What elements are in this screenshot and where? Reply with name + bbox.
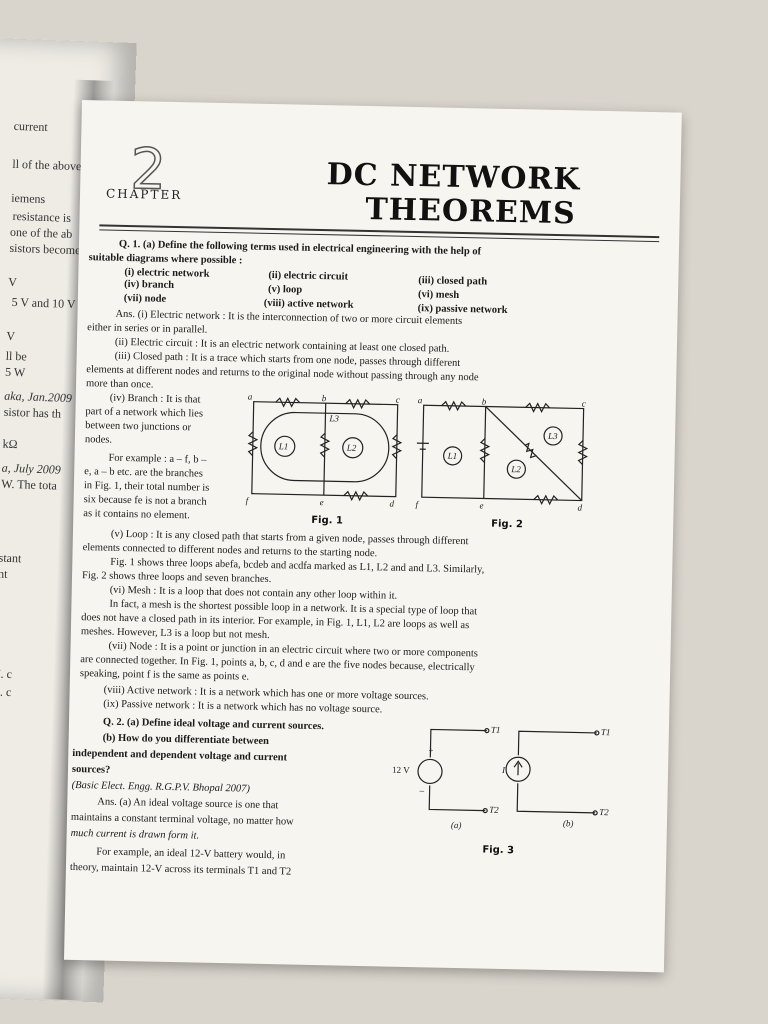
fig3-minus: – [419,785,425,795]
left-fragment: 4. c [0,684,12,700]
fig3-source-label: 12 V [392,765,410,775]
fig1-loop-label: L2 [346,443,357,453]
fig1-node-d: d [390,499,395,509]
text-line: in Fig. 1, their total number is [83,480,210,494]
left-fragment: ll be [5,348,27,364]
fig2-loop-label: L1 [447,451,458,461]
left-fragment: a, July 2009 [1,460,62,477]
left-fragment: 7. c [0,666,13,682]
left-fragment: resistance is [12,208,72,225]
text-line: much current is drawn form it. [70,827,200,842]
fig3-sub-a: (a) [451,820,462,830]
text-line: (vi) mesh [417,289,460,301]
text-line: (v) loop [267,283,303,296]
fig3-terminal: T1 [491,725,501,735]
text-line: six because fe is not a branch [83,494,207,508]
text-line: more than once. [85,378,154,391]
text-line: sources? [71,763,111,776]
left-fragment: iemens [10,190,46,206]
text-line: meshes. However, L3 is a loop but not me… [80,626,270,642]
fig1-node-f: f [246,496,250,506]
left-fragment: W. The tota [1,476,58,493]
fig1-loop-label: L3 [328,413,339,423]
fig2-loop-label: L2 [510,464,521,474]
left-fragment: nt [0,566,8,581]
fig3-current-label: I [501,765,506,775]
fig1-caption: Fig. 1 [311,514,344,527]
text-line: For example, an ideal 12-V battery would… [96,846,286,862]
book-page: 2 CHAPTER DC NETWORK THEOREMS Q. 1. (a) … [63,100,682,973]
text-line: e, a – b etc. are the branches [84,466,203,480]
text-line: theory, maintain 12-V across its termina… [69,861,292,878]
left-fragment: V [8,274,18,290]
left-fragment: 5 W [4,364,26,380]
fig1-loop-label: L1 [278,441,289,451]
figure-3-sources: 12 V + – I T1 T2 T1 T2 (a) (b) [392,725,611,830]
fig3-caption: Fig. 3 [482,844,515,857]
fig3-terminal: T2 [489,805,499,815]
text-line: For example : a – f, b – [108,452,207,466]
left-fragment: kΩ [2,436,18,452]
fig3-plus: + [428,745,433,755]
fig1-node-e: e [320,497,324,507]
fig3-sub-b: (b) [563,818,574,828]
fig2-node-d: d [577,502,582,512]
left-fragment: one of the ab [9,224,73,241]
text-line: (viii) active network [263,297,354,311]
text-line: speaking, point f is the same as points … [79,668,250,683]
text-line: (Basic Elect. Engg. R.G.P.V. Bhopal 2007… [71,779,251,795]
text-line: (iii) closed path [418,275,488,288]
left-fragment: stant [0,550,22,566]
text-line: part of a network which lies [85,406,204,420]
text-line: as it contains no element. [83,508,190,522]
fig1-node-c: c [396,395,400,405]
left-fragment: V [6,328,16,344]
text-line: Ans. (a) An ideal voltage source is one … [97,796,279,812]
text-line: (vii) node [123,292,167,305]
text-line: (b) How do you differentiate between [102,732,270,748]
chapter-title-line1: DC NETWORK [326,157,581,198]
text-line: (ii) electric circuit [268,269,349,283]
fig2-node-e: e [479,500,483,510]
chapter-title-line2: THEOREMS [365,191,577,232]
left-fragment: current [13,118,48,135]
figure-2-circuit: a b c d e f L1 L2 L3 [416,397,589,513]
text-line: between two junctions or [85,420,192,434]
left-fragment: sistor has th [3,404,62,421]
fig2-caption: Fig. 2 [491,518,523,531]
text-line: independent and dependent voltage and cu… [72,747,288,764]
fig1-node-b: b [322,393,327,403]
fig2-node-c: c [582,399,586,409]
text-line: Fig. 2 shows three loops and seven branc… [81,570,272,586]
fig2-loop-label: L3 [547,431,558,441]
fig1-node-a: a [248,392,253,402]
chapter-label: CHAPTER [105,186,183,203]
fig3-terminal: T1 [601,727,611,737]
text-line: (iv) Branch : It is that [109,392,201,406]
fig3-terminal: T2 [599,807,609,817]
fig2-node-f: f [416,499,420,509]
text-line: Q. 2. (a) Define ideal voltage and curre… [102,716,325,733]
text-line: maintains a constant terminal voltage, n… [70,811,294,828]
text-line: suitable diagrams where possible : [88,252,243,267]
text-line: (iv) branch [124,278,175,291]
text-line: nodes. [84,434,113,446]
fig2-node-b: b [482,397,487,406]
text-line: either in series or in parallel. [87,322,208,336]
figure-1-circuit: a b c d e f L1 L2 L3 [246,392,403,509]
fig2-node-a: a [418,397,423,405]
